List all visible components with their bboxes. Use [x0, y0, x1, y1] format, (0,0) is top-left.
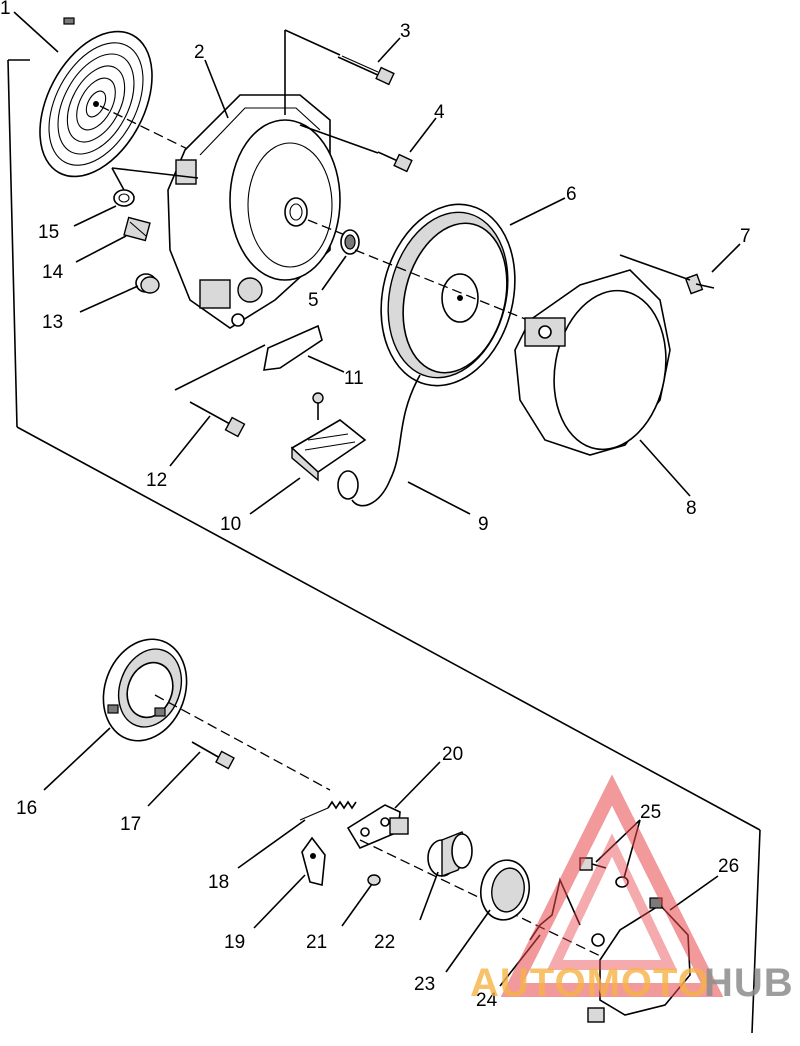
watermark-triangle-icon: [500, 774, 724, 997]
part-16-cup: [102, 638, 331, 791]
callout-24: 24: [476, 990, 498, 1011]
part-20-ratchet-assembly: [346, 804, 651, 981]
callout-9: 9: [478, 514, 489, 535]
part-9-rope: [351, 374, 421, 507]
part-18-spring: [299, 800, 357, 821]
watermark-text-hub: HUB: [704, 961, 794, 1005]
callout-25: 25: [640, 802, 661, 823]
part-15-washer: [111, 167, 199, 207]
part-7-screw: [619, 254, 715, 295]
part-6-pulley: [354, 203, 541, 387]
callout-1: 1: [0, 0, 11, 19]
callout-20: 20: [442, 744, 463, 765]
part-22-sleeve: [427, 831, 473, 878]
part-10-handle: [290, 392, 367, 500]
callout-26: 26: [718, 856, 739, 877]
part-17-bolt: [191, 741, 235, 770]
callout-15: 15: [38, 222, 59, 243]
part-3-bolt: [284, 29, 395, 115]
part-21-pin: [367, 874, 381, 886]
callout-11: 11: [344, 368, 364, 389]
callout-5: 5: [308, 290, 319, 311]
part-2-starter-housing: [167, 94, 346, 329]
part-11-guide: [263, 324, 323, 371]
part-4-bolt: [299, 124, 413, 173]
callout-16: 16: [16, 798, 37, 819]
part-14-nut: [123, 216, 151, 242]
part-1-recoil-spring: [39, 17, 211, 178]
part-8-cover: [514, 269, 671, 456]
callout-6: 6: [566, 184, 577, 205]
part-23-guide-plate: [479, 859, 531, 921]
callout-19: 19: [224, 932, 245, 953]
part-13-bushing: [135, 273, 160, 294]
callout-10: 10: [220, 514, 241, 535]
part-5-bushing: [340, 229, 360, 255]
callout-7: 7: [740, 226, 751, 247]
callout-22: 22: [374, 932, 395, 953]
callout-17: 17: [120, 814, 141, 835]
callout-8: 8: [686, 498, 697, 519]
part-12-bolt: [174, 344, 266, 438]
callout-23: 23: [414, 974, 435, 995]
callout-14: 14: [42, 262, 64, 283]
callout-12: 12: [146, 470, 167, 491]
part-19-pawl: [301, 836, 326, 887]
watermark-logo: AUTOMOTO HUB: [470, 774, 794, 1005]
callout-13: 13: [42, 312, 63, 333]
callout-21: 21: [306, 932, 327, 953]
callout-3: 3: [400, 21, 411, 42]
watermark-text-auto: AUTOMOTO: [470, 961, 710, 1005]
callout-18: 18: [208, 872, 229, 893]
callout-4: 4: [434, 102, 445, 123]
callout-2: 2: [194, 42, 205, 63]
callout-labels: 1 2 3 4 5 6 7 8 9 10 11 12 13 14 15 16 1…: [0, 0, 751, 1011]
assembly-frame: [7, 59, 761, 1034]
